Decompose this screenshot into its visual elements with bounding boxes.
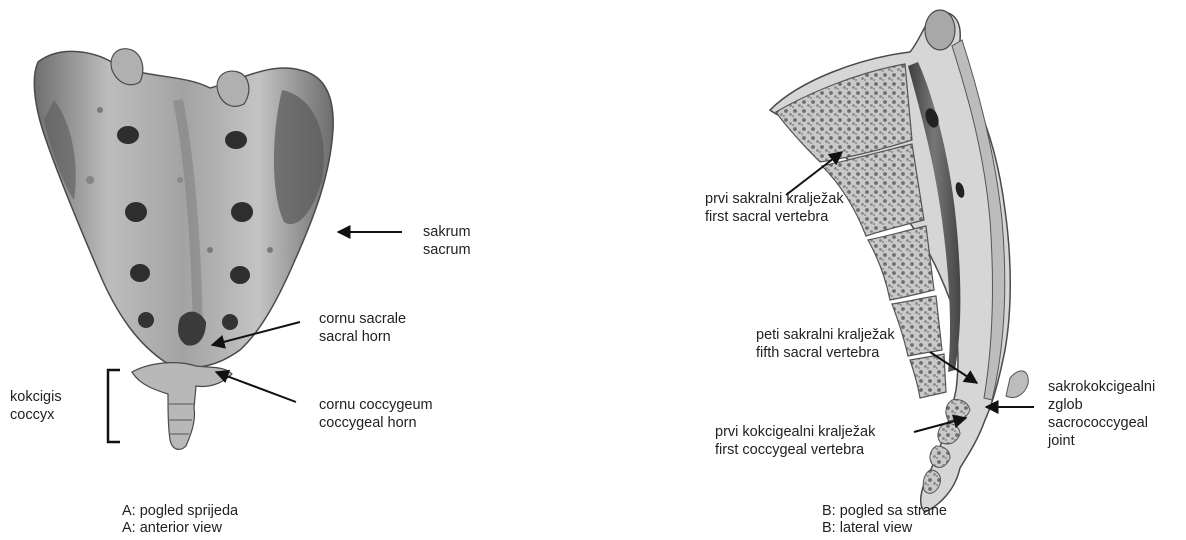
coccyx-anterior-illustration	[132, 363, 232, 450]
label-first-sacral-vertebra: prvi sakralni kralježak first sacral ver…	[705, 190, 844, 226]
label-sacral-horn: cornu sacrale sacral horn	[319, 310, 406, 346]
label-first-coccygeal-en: first coccygeal vertebra	[715, 441, 875, 459]
label-joint-en-2: joint	[1048, 432, 1155, 450]
label-coccygeal-horn-en: coccygeal horn	[319, 414, 433, 432]
label-sacrum: sakrum sacrum	[423, 223, 471, 259]
label-coccygeal-horn-la: cornu coccygeum	[319, 396, 433, 414]
label-fifth-sacral-hr: peti sakralni kralježak	[756, 326, 895, 344]
label-coccyx-en: coccyx	[10, 406, 62, 424]
label-fifth-sacral-en: fifth sacral vertebra	[756, 344, 895, 362]
caption-b-line1: B: pogled sa strane	[822, 503, 947, 520]
label-joint-en-1: sacrococcygeal	[1048, 414, 1155, 432]
caption-b-line2: B: lateral view	[822, 520, 947, 537]
label-joint-hr-1: sakrokokcigealni	[1048, 378, 1155, 396]
label-fifth-sacral-vertebra: peti sakralni kralježak fifth sacral ver…	[756, 326, 895, 362]
sacrum-anterior-illustration	[34, 49, 333, 368]
label-sacrococcygeal-joint: sakrokokcigealni zglob sacrococcygeal jo…	[1048, 378, 1155, 450]
caption-panel-a: A: pogled sprijeda A: anterior view	[122, 503, 238, 537]
label-sacrum-en: sacrum	[423, 241, 471, 259]
label-sacrum-hr: sakrum	[423, 223, 471, 241]
label-joint-hr-2: zglob	[1048, 396, 1155, 414]
caption-panel-b: B: pogled sa strane B: lateral view	[822, 503, 947, 537]
caption-a-line2: A: anterior view	[122, 520, 238, 537]
label-first-sacral-hr: prvi sakralni kralježak	[705, 190, 844, 208]
caption-a-line1: A: pogled sprijeda	[122, 503, 238, 520]
arrow-coccygeal-horn	[216, 372, 296, 402]
label-first-coccygeal-hr: prvi kokcigealni kralježak	[715, 423, 875, 441]
label-first-coccygeal-vertebra: prvi kokcigealni kralježak first coccyge…	[715, 423, 875, 459]
label-coccygeal-horn: cornu coccygeum coccygeal horn	[319, 396, 433, 432]
label-sacral-horn-la: cornu sacrale	[319, 310, 406, 328]
label-sacral-horn-en: sacral horn	[319, 328, 406, 346]
label-coccyx: kokcigis coccyx	[10, 388, 62, 424]
label-first-sacral-en: first sacral vertebra	[705, 208, 844, 226]
label-coccyx-hr: kokcigis	[10, 388, 62, 406]
coccyx-bracket	[108, 370, 120, 442]
